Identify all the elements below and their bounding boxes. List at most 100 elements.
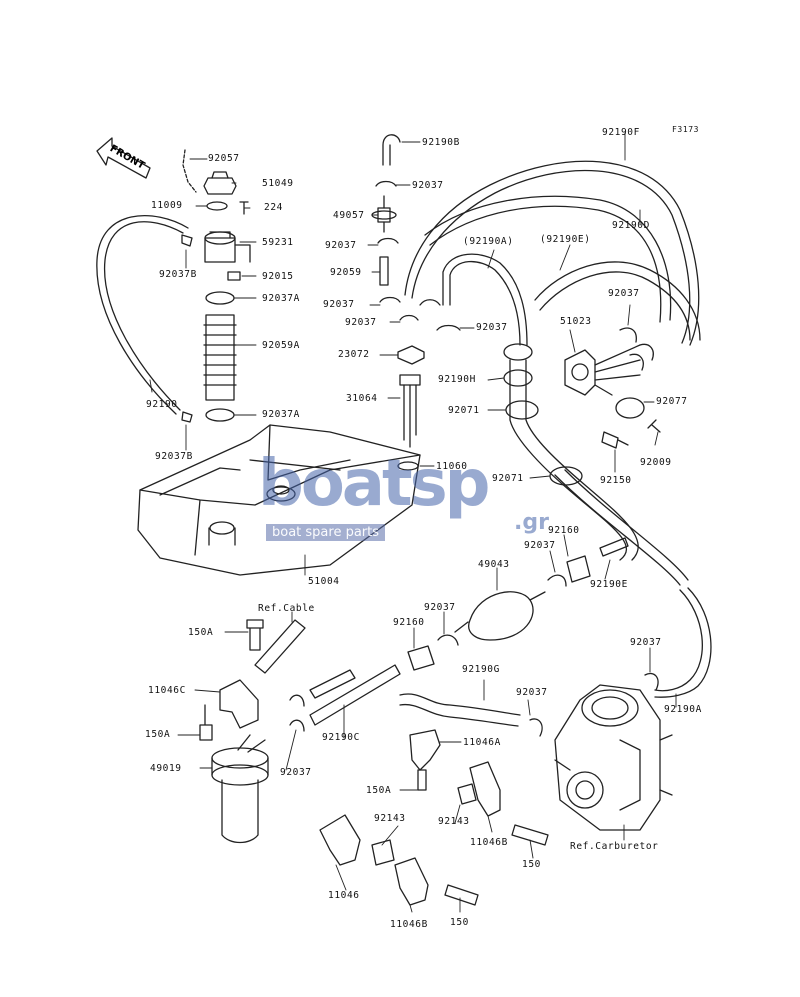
clip-92037-g xyxy=(437,634,459,646)
bracket-11046C xyxy=(219,679,259,729)
fuel-tap-51023 xyxy=(564,344,641,396)
bracket-11046A xyxy=(409,729,441,771)
part-label: 92190F xyxy=(602,127,640,138)
part-label: 92015 xyxy=(262,271,294,282)
primer-bulb-49043 xyxy=(454,591,546,641)
clip-92037-b xyxy=(377,237,399,244)
part-label: 92150 xyxy=(600,475,632,486)
clamp-92037B-top xyxy=(181,234,193,247)
gasket-11060 xyxy=(397,461,419,471)
part-label: 92071 xyxy=(448,405,480,416)
part-label: 92037A xyxy=(262,293,300,304)
part-label: 92190C xyxy=(322,732,360,743)
fuel-tank xyxy=(137,424,421,576)
part-label: 92059A xyxy=(262,340,300,351)
clamp-92037A-bottom xyxy=(205,408,235,422)
part-label: 92037 xyxy=(608,288,640,299)
hose-92190C xyxy=(309,664,401,726)
part-label: 92037 xyxy=(424,602,456,613)
clip-92015 xyxy=(227,271,241,281)
part-label: 23072 xyxy=(338,349,370,360)
clip-92037-k xyxy=(529,718,543,737)
grommet-92190H xyxy=(503,343,533,387)
vent-hose-92190 xyxy=(96,214,189,415)
part-label: 11046A xyxy=(463,737,501,748)
bolt-150A-a xyxy=(246,619,264,651)
fitting-92160-b xyxy=(566,555,591,583)
hose-92190B xyxy=(382,134,401,166)
fitting-92160-a xyxy=(407,645,435,671)
sleeve-92143-a xyxy=(457,783,477,805)
hose-92190A-lower xyxy=(654,587,712,698)
hose-92190E-upper xyxy=(534,261,701,341)
part-label: 92071 xyxy=(492,473,524,484)
part-label: 11046C xyxy=(148,685,186,696)
part-label: 11060 xyxy=(436,461,468,472)
part-label: 92037 xyxy=(325,240,357,251)
hose-92190A-upper xyxy=(442,253,528,346)
part-label: 92077 xyxy=(656,396,688,407)
bracket-11046B-a xyxy=(469,761,501,817)
bolt-150A-b xyxy=(199,704,213,741)
part-label: 51023 xyxy=(560,316,592,327)
part-label: 49043 xyxy=(478,559,510,570)
bellows-92059A xyxy=(203,314,237,401)
clip-92037-f xyxy=(619,327,637,343)
part-label: 92037 xyxy=(412,180,444,191)
part-label: 150A xyxy=(188,627,214,638)
part-label: Ref.Carburetor xyxy=(570,841,659,852)
hose-92190D xyxy=(424,195,672,323)
part-label: 11046B xyxy=(470,837,508,848)
part-label: 92190E xyxy=(590,579,628,590)
clip-92037-e xyxy=(436,324,461,331)
hose-92190F xyxy=(404,160,700,346)
tube-92190E-lower xyxy=(599,537,629,557)
part-label: 59231 xyxy=(262,237,294,248)
part-label: 11046 xyxy=(328,890,360,901)
part-label: 150A xyxy=(366,785,392,796)
knob-92077 xyxy=(615,397,645,419)
main-hose xyxy=(509,359,689,586)
part-label: 92143 xyxy=(438,816,470,827)
part-label: 92190H xyxy=(438,374,476,385)
screw-92009 xyxy=(647,419,661,433)
part-label: 92190B xyxy=(422,137,460,148)
part-label: 92143 xyxy=(374,813,406,824)
bolt-92150 xyxy=(601,431,629,449)
part-label: 92190D xyxy=(612,220,650,231)
front-arrow-icon xyxy=(96,137,151,179)
neck-59231 xyxy=(204,231,251,263)
bolt-150-b xyxy=(444,884,479,906)
clip-92037-a xyxy=(375,180,397,187)
part-label: 49019 xyxy=(150,763,182,774)
bracket-11046 xyxy=(319,814,361,866)
nut-23072 xyxy=(397,345,425,365)
grommet-92071-a xyxy=(505,400,539,420)
part-label: 224 xyxy=(264,202,283,213)
bolt-150-a xyxy=(511,824,549,846)
part-label: 92057 xyxy=(208,153,240,164)
check-valve-49057 xyxy=(371,195,397,233)
fuel-filter-49019 xyxy=(211,734,269,844)
tether-92057 xyxy=(182,149,197,193)
part-label: 92037 xyxy=(280,767,312,778)
part-label: 92037B xyxy=(155,451,193,462)
part-label: 92160 xyxy=(548,525,580,536)
part-label: 92037A xyxy=(262,409,300,420)
part-label: 92160 xyxy=(393,617,425,628)
part-label: 92190G xyxy=(462,664,500,675)
part-label: 92059 xyxy=(330,267,362,278)
clip-92037-i xyxy=(644,672,659,691)
part-label: 11046B xyxy=(390,919,428,930)
watermark-tagline: boat spare parts xyxy=(266,524,386,541)
part-label: 92190A xyxy=(664,704,702,715)
leader-lines xyxy=(149,132,677,913)
part-label: (92190E) xyxy=(540,234,591,245)
part-label: 150 xyxy=(522,859,541,870)
watermark-suffix: .gr xyxy=(514,510,549,535)
part-label: 92037 xyxy=(630,637,662,648)
part-label: 92009 xyxy=(640,457,672,468)
part-label: 92037 xyxy=(476,322,508,333)
part-label: Ref.Cable xyxy=(258,603,315,614)
